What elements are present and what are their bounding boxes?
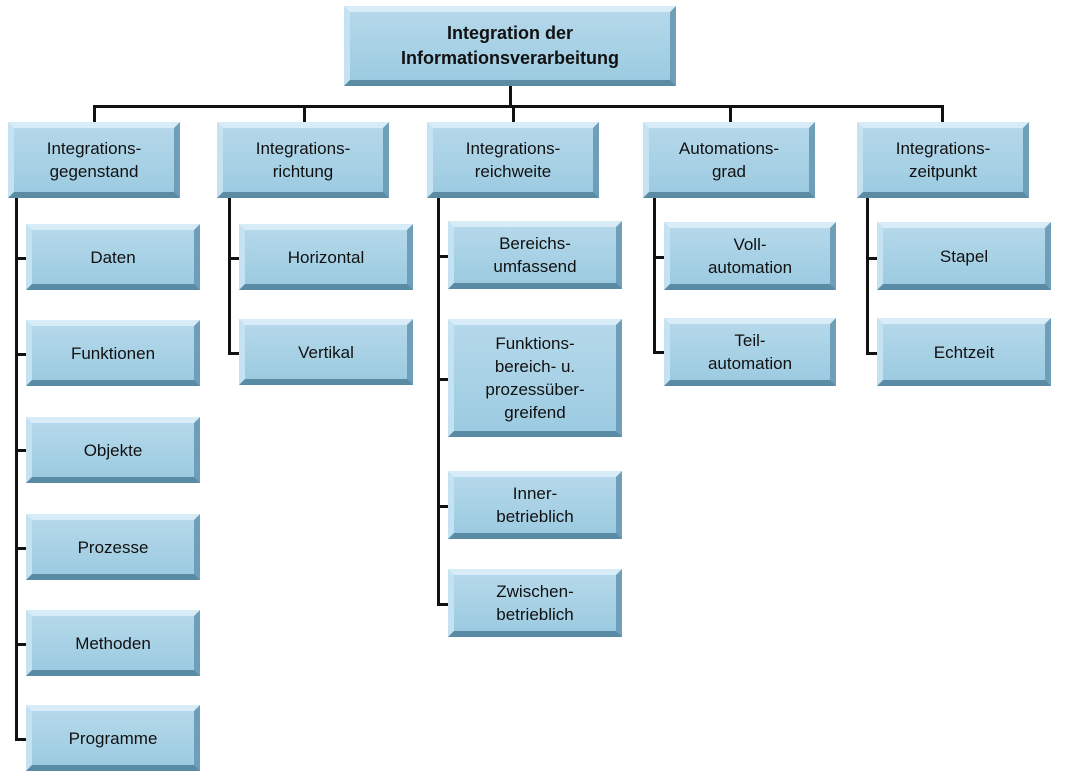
item-label: Prozesse (77, 537, 149, 557)
item-methoden: Methoden (26, 610, 200, 676)
category-label: Integrations- zeitpunkt (895, 139, 991, 181)
connector-cat-2 (512, 105, 515, 123)
tick-0-4 (15, 643, 27, 646)
item-label: Methoden (75, 633, 151, 653)
item-bereichsumfassend: Bereichs- umfassend (448, 221, 622, 289)
item-funktionsbereich-prozessuebergreifend: Funktions- bereich- u. prozessüber- grei… (448, 319, 622, 437)
category-label: Integrations- richtung (255, 139, 351, 181)
item-label: Bereichs- umfassend (493, 234, 577, 276)
branch-line-4 (866, 198, 869, 355)
tick-4-1 (866, 352, 878, 355)
item-daten: Daten (26, 224, 200, 290)
item-label: Funktions- bereich- u. prozessüber- grei… (485, 334, 585, 422)
tick-2-1 (437, 378, 449, 381)
connector-cat-4 (941, 105, 944, 123)
item-label: Voll- automation (707, 235, 793, 277)
tick-3-1 (653, 351, 665, 354)
tick-2-2 (437, 505, 449, 508)
item-innerbetrieblich: Inner- betrieblich (448, 471, 622, 539)
item-funktionen: Funktionen (26, 320, 200, 386)
category-label: Automations- grad (678, 139, 780, 181)
connector-cat-1 (303, 105, 306, 123)
branch-line-2 (437, 198, 440, 606)
connector-cat-3 (729, 105, 732, 123)
branch-line-0 (15, 198, 18, 741)
tick-0-1 (15, 353, 27, 356)
category-label: Integrations- reichweite (465, 139, 561, 181)
tick-0-5 (15, 738, 27, 741)
connector-cat-0 (93, 105, 96, 123)
category-integrationszeitpunkt: Integrations- zeitpunkt (857, 122, 1029, 198)
tick-0-2 (15, 449, 27, 452)
item-echtzeit: Echtzeit (877, 318, 1051, 386)
root-label: Integration der Informationsverarbeitung (400, 23, 620, 68)
category-integrationsgegenstand: Integrations- gegenstand (8, 122, 180, 198)
branch-line-1 (228, 198, 231, 355)
item-prozesse: Prozesse (26, 514, 200, 580)
item-label: Programme (68, 728, 158, 748)
item-label: Echtzeit (933, 342, 995, 362)
item-vollautomation: Voll- automation (664, 222, 836, 290)
category-automationsgrad: Automations- grad (643, 122, 815, 198)
root-connector-vertical (509, 86, 512, 107)
item-label: Horizontal (287, 247, 365, 267)
item-label: Objekte (83, 440, 143, 460)
item-objekte: Objekte (26, 417, 200, 483)
item-label: Inner- betrieblich (496, 484, 574, 526)
item-horizontal: Horizontal (239, 224, 413, 290)
item-zwischenbetrieblich: Zwischen- betrieblich (448, 569, 622, 637)
item-label: Teil- automation (707, 331, 793, 373)
tick-2-0 (437, 255, 449, 258)
tick-3-0 (653, 256, 665, 259)
tick-1-0 (228, 257, 240, 260)
item-programme: Programme (26, 705, 200, 771)
tick-4-0 (866, 257, 878, 260)
item-teilautomation: Teil- automation (664, 318, 836, 386)
item-stapel: Stapel (877, 222, 1051, 290)
tick-0-3 (15, 547, 27, 550)
root-connector-horizontal (93, 105, 944, 108)
tick-1-1 (228, 352, 240, 355)
item-label: Vertikal (298, 342, 354, 362)
item-label: Daten (90, 247, 136, 267)
category-integrationsrichtung: Integrations- richtung (217, 122, 389, 198)
item-label: Funktionen (70, 343, 156, 363)
tick-0-0 (15, 257, 27, 260)
item-vertikal: Vertikal (239, 319, 413, 385)
root-node: Integration der Informationsverarbeitung (344, 6, 676, 86)
branch-line-3 (653, 198, 656, 354)
category-integrationsreichweite: Integrations- reichweite (427, 122, 599, 198)
tick-2-3 (437, 603, 449, 606)
item-label: Stapel (939, 246, 989, 266)
item-label: Zwischen- betrieblich (496, 582, 574, 624)
category-label: Integrations- gegenstand (46, 139, 142, 181)
